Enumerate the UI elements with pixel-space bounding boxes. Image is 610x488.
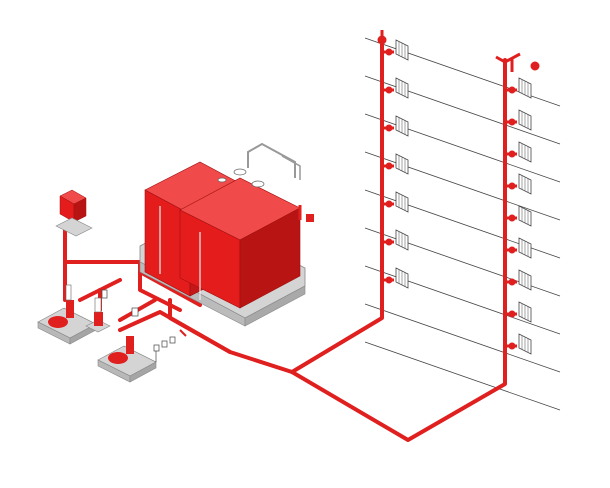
hydrant-cabinet [384,77,409,99]
main-pipe [63,38,507,442]
storage-tank-2 [159,168,301,309]
hydrant-cabinet [384,115,409,137]
hydrant-cabinet [384,229,409,251]
hydrant-cabinet [507,301,532,323]
hydrant-cabinet [384,267,409,289]
hydrant-cabinet [507,269,532,291]
right-riser-hydrants [507,77,532,355]
pump-unit-2 [85,297,157,383]
instrument-cluster [101,289,187,362]
hydrant-cabinet [507,237,532,259]
hydrant-cabinet [507,141,532,163]
pump-unit-1 [37,284,97,345]
hydrant-cabinet [507,333,532,355]
right-riser [290,58,507,442]
left-riser-top [377,30,387,45]
hydrant-cabinet [384,39,409,61]
storage-tanks [139,142,314,327]
left-riser [290,38,384,374]
right-riser-top [495,52,540,72]
hydrant-cabinet [507,173,532,195]
hydrant-cabinet [507,109,532,131]
hydrant-cabinet [384,191,409,213]
floor-line [364,303,561,373]
hydrant-cabinet [507,77,532,99]
left-riser-hydrants [384,39,409,289]
control-panel [55,189,93,237]
floor-line [364,341,561,411]
hydrant-cabinet [507,205,532,227]
hydrant-cabinet [384,153,409,175]
